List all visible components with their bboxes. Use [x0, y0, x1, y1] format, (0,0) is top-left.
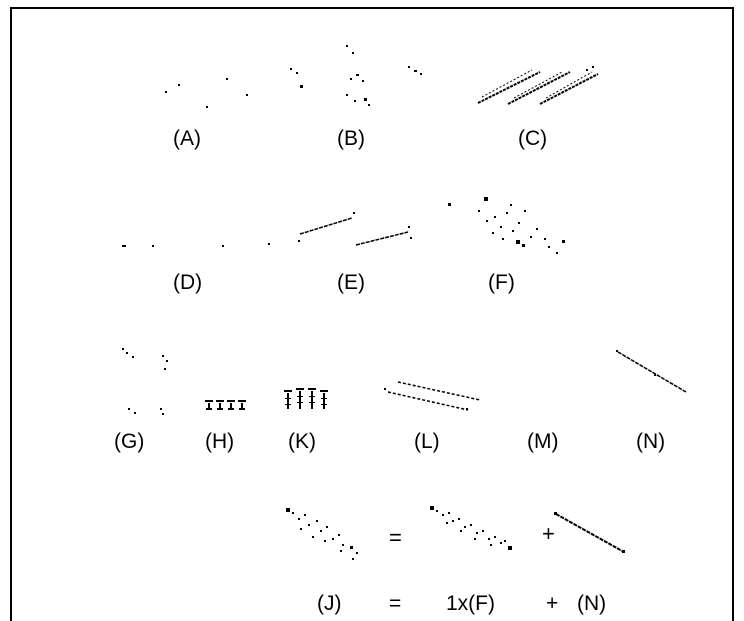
label-h: (H)	[205, 430, 235, 453]
panel-b-dots	[290, 45, 422, 106]
panel-d-dots	[122, 243, 270, 247]
equation-equals: =	[389, 592, 402, 615]
label-e: (E)	[337, 271, 365, 294]
equation-j-cloud	[286, 508, 358, 560]
panel-e-lines	[298, 212, 412, 246]
panel-f-dots	[448, 197, 565, 254]
panel-h-figures	[205, 400, 246, 410]
label-d: (D)	[173, 271, 203, 294]
equation-term-n: (N)	[577, 592, 607, 615]
equation-visual-plus: +	[542, 521, 555, 546]
label-b: (B)	[337, 127, 365, 150]
equation-plus: +	[546, 592, 559, 615]
frame-left-border	[10, 7, 12, 621]
label-k: (K)	[288, 430, 316, 453]
equation-f-cloud	[430, 506, 512, 550]
panel-l-lines	[384, 381, 481, 411]
label-n: (N)	[636, 430, 666, 453]
label-c: (C)	[518, 127, 548, 150]
panel-k-figures	[284, 388, 328, 409]
label-f: (F)	[488, 271, 515, 294]
label-a: (A)	[173, 127, 201, 150]
panel-n-line	[616, 350, 687, 393]
label-g: (G)	[114, 430, 145, 453]
equation-n-line	[554, 512, 625, 553]
frame-top-border	[10, 7, 734, 9]
equation-visual-equals: =	[389, 525, 402, 550]
equation-term-f: 1x(F)	[446, 592, 495, 615]
panel-g-dots	[122, 348, 168, 415]
panel-a-dots	[165, 78, 248, 108]
equation-lhs: (J)	[317, 592, 342, 615]
panel-c-lines	[477, 66, 599, 105]
label-l: (L)	[414, 430, 440, 453]
label-m: (M)	[527, 430, 559, 453]
frame-right-border	[732, 7, 734, 621]
